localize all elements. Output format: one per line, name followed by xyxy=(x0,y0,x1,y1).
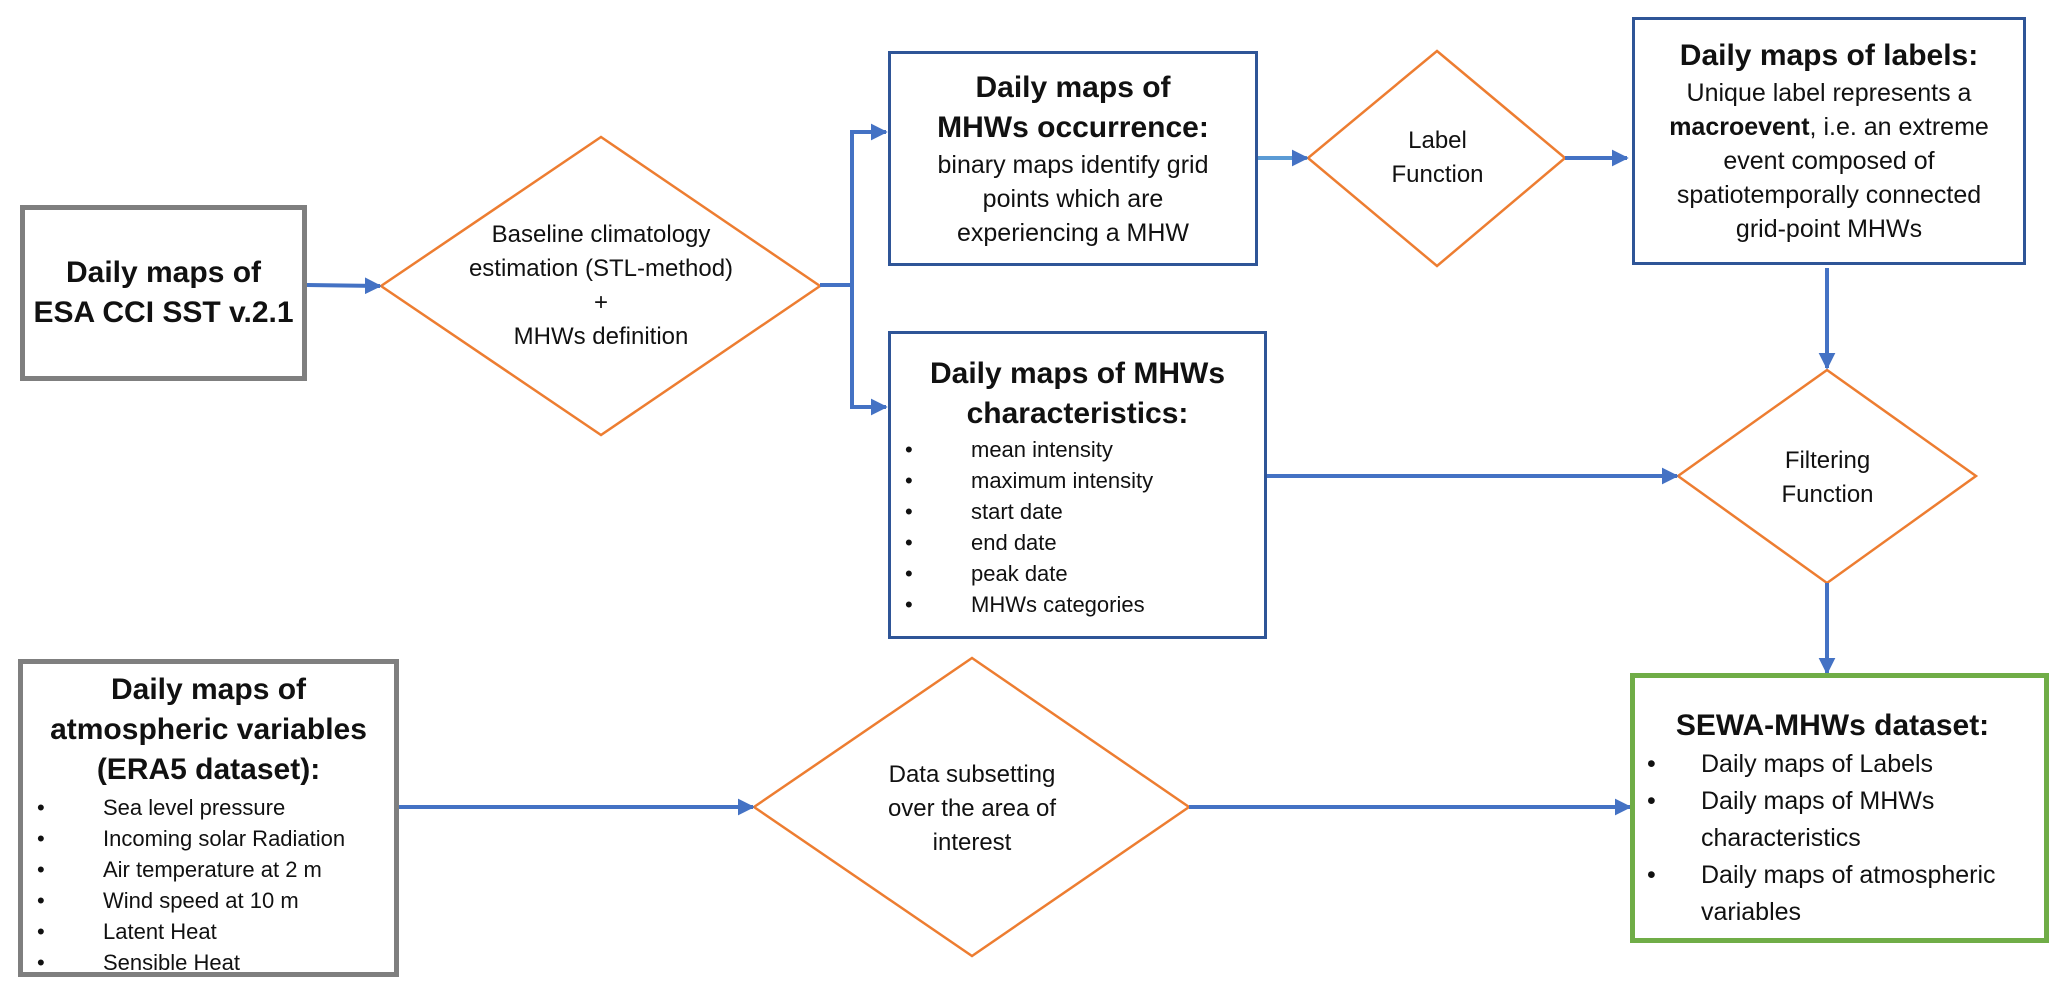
characteristics-item: start date xyxy=(891,496,1264,527)
atmospheric-list: Sea level pressure Incoming solar Radiat… xyxy=(23,792,394,978)
atmospheric-box: Daily maps of atmospheric variables (ERA… xyxy=(18,659,399,978)
characteristics-item: MHWs categories xyxy=(891,589,1264,620)
atmospheric-item: Incoming solar Radiation xyxy=(23,823,394,854)
output-item: Daily maps of Labels xyxy=(1635,746,2030,783)
labels-body-prefix: Unique label represents a xyxy=(1686,79,1972,107)
occurrence-body: binary maps identify grid points which a… xyxy=(937,150,1209,247)
label-function-line1: Label xyxy=(1408,127,1467,154)
filtering-line2: Function xyxy=(1781,481,1874,508)
baseline-decision-diamond xyxy=(378,135,823,437)
baseline-decision-text: Baseline climatology estimation (STL-met… xyxy=(440,200,762,372)
characteristics-item: mean intensity xyxy=(891,434,1264,465)
filtering-function-text: Filtering Function xyxy=(1730,440,1925,516)
output-item: Daily maps of MHWs characteristics xyxy=(1635,783,2030,857)
characteristics-item: maximum intensity xyxy=(891,465,1264,496)
filtering-line1: Filtering xyxy=(1784,447,1871,474)
baseline-line2: estimation (STL-method) xyxy=(468,255,734,282)
labels-body: Unique label represents a macroevent, i.… xyxy=(1657,76,2001,246)
labels-title: Daily maps of labels: xyxy=(1679,39,1979,72)
subsetting-decision-text: Data subsetting over the area of interes… xyxy=(830,757,1114,861)
atmospheric-item: Air temperature at 2 m xyxy=(23,854,394,885)
label-function-text: Label Function xyxy=(1340,120,1535,196)
atmospheric-title-line1: Daily maps of xyxy=(110,673,307,706)
characteristics-item: peak date xyxy=(891,558,1264,589)
subsetting-line2: over the area of xyxy=(887,795,1057,822)
subsetting-line1: Data subsetting xyxy=(888,761,1056,788)
atmospheric-item: Wind speed at 10 m xyxy=(23,885,394,916)
sst-title-line1: Daily maps of xyxy=(65,256,262,289)
output-box: SEWA-MHWs dataset: Daily maps of Labels … xyxy=(1630,673,2049,943)
characteristics-title-line1: Daily maps of MHWs xyxy=(929,357,1226,390)
occurrence-title-line1: Daily maps of xyxy=(975,70,1171,104)
arrow-baseline-to-characteristics xyxy=(850,285,888,416)
subsetting-line3: interest xyxy=(932,829,1012,856)
output-item: Daily maps of atmospheric variables xyxy=(1635,857,2030,931)
characteristics-box: Daily maps of MHWs characteristics: mean… xyxy=(888,331,1267,639)
occurrence-title-line2: MHWs occurrence: xyxy=(937,110,1209,144)
arrow-sst-to-baseline xyxy=(306,277,382,295)
label-function-diamond xyxy=(1306,49,1567,268)
labels-box: Daily maps of labels: Unique label repre… xyxy=(1632,17,2026,265)
labels-body-suffix: , i.e. an extreme event composed of spat… xyxy=(1676,113,1989,243)
subsetting-decision-diamond xyxy=(751,656,1192,958)
baseline-line1: Baseline climatology xyxy=(491,221,711,248)
atmospheric-title-line2: atmospheric variables xyxy=(50,713,367,746)
sst-title-line2: ESA CCI SST v.2.1 xyxy=(33,296,294,329)
label-function-line2: Function xyxy=(1391,161,1484,188)
baseline-line4: MHWs definition xyxy=(513,323,689,350)
output-list: Daily maps of Labels Daily maps of MHWs … xyxy=(1635,746,2030,931)
characteristics-item: end date xyxy=(891,527,1264,558)
output-title: SEWA-MHWs dataset: xyxy=(1675,709,1990,742)
baseline-line3: + xyxy=(593,289,608,316)
sst-input-box: Daily maps of ESA CCI SST v.2.1 xyxy=(20,205,307,381)
occurrence-box: Daily maps of MHWs occurrence: binary ma… xyxy=(888,51,1258,266)
atmospheric-item: Sensible Heat xyxy=(23,947,394,978)
characteristics-list: mean intensity maximum intensity start d… xyxy=(891,434,1264,620)
characteristics-title-line2: characteristics: xyxy=(966,397,1189,430)
atmospheric-item: Sea level pressure xyxy=(23,792,394,823)
arrow-baseline-to-occurrence xyxy=(820,123,888,287)
atmospheric-title-line3: (ERA5 dataset): xyxy=(96,753,321,786)
labels-body-bold: macroevent xyxy=(1669,113,1810,141)
atmospheric-item: Latent Heat xyxy=(23,916,394,947)
